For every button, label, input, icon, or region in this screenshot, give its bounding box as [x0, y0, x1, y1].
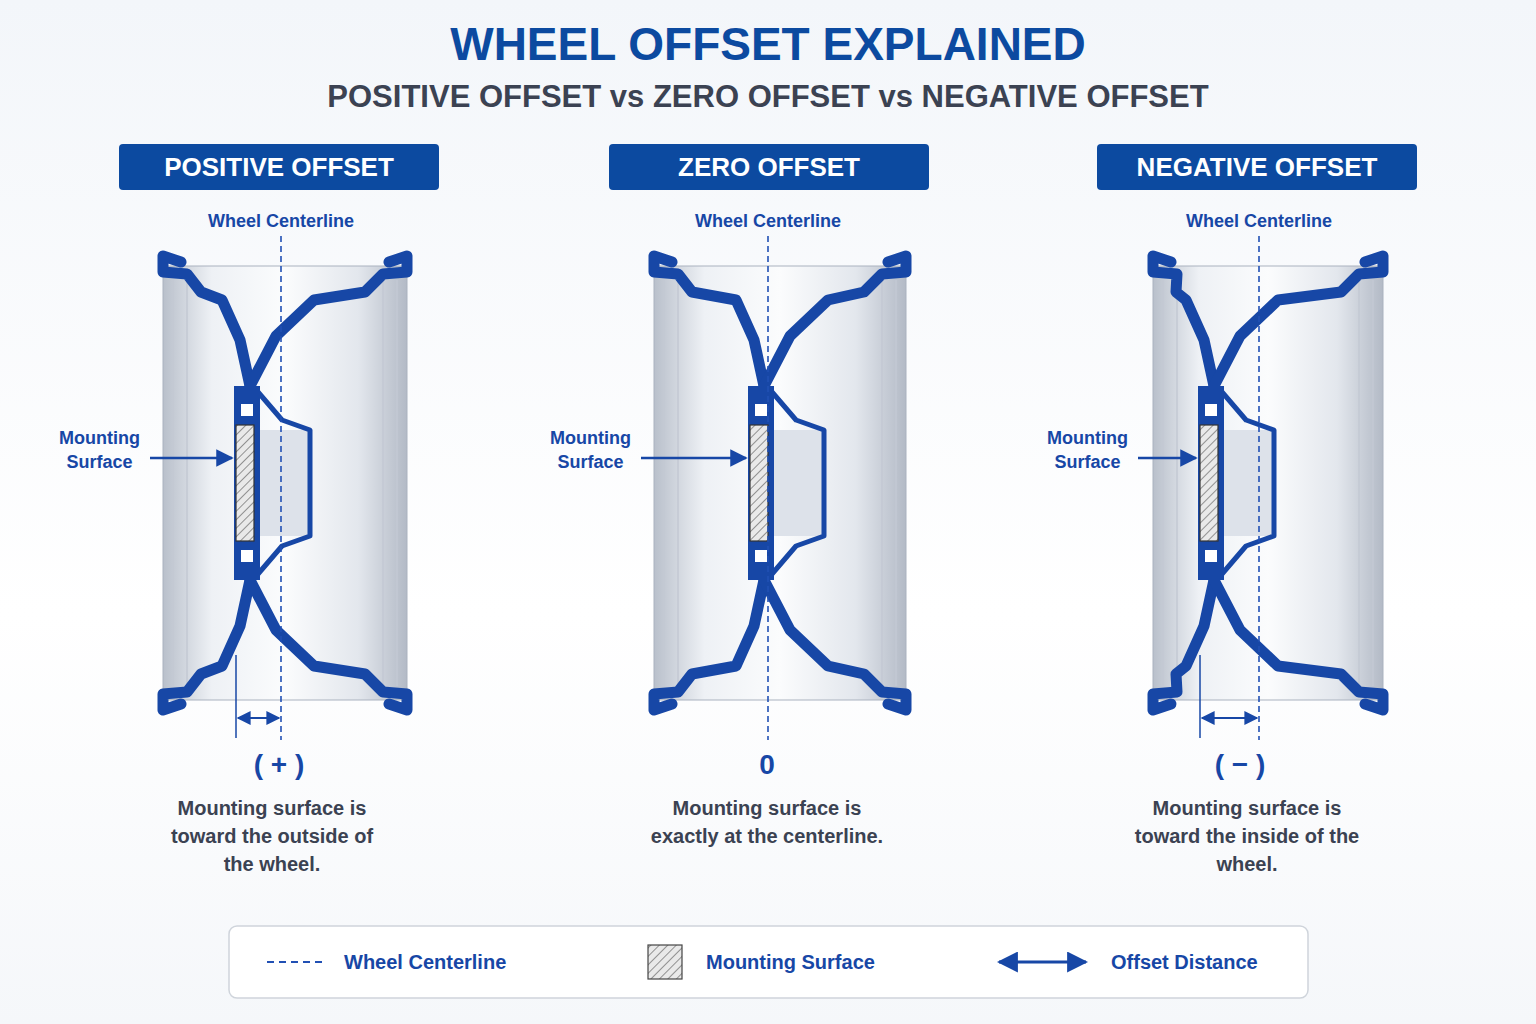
offset-header: NEGATIVE OFFSET: [1097, 144, 1417, 190]
mounting-label: Mounting Surface: [52, 426, 147, 474]
offset-description: Mounting surface is toward the inside of…: [1129, 794, 1365, 878]
rim-ring: [677, 280, 679, 686]
extension-line: [235, 655, 237, 738]
mounting-surface: [236, 425, 254, 541]
subtitle: POSITIVE OFFSET vs ZERO OFFSET vs NEGATI…: [0, 78, 1536, 116]
wheel-barrel: [654, 266, 906, 700]
wheel-profile: [163, 256, 250, 386]
legend-box: [229, 926, 1308, 998]
bore-profile: [772, 392, 824, 483]
wheel-centerline: [1258, 236, 1260, 740]
wheel-section: [150, 236, 407, 740]
bore-profile: [258, 392, 310, 483]
offset-sign: 0: [707, 748, 827, 782]
hub: [748, 386, 774, 580]
header-text: NEGATIVE OFFSET: [1137, 152, 1378, 183]
rim-ring: [382, 280, 384, 686]
rim-ring: [1162, 280, 1164, 686]
title: WHEEL OFFSET EXPLAINED: [0, 16, 1536, 72]
wheel-barrel: [1153, 266, 1383, 700]
rim-ring: [895, 280, 897, 686]
offset-dimension: [238, 717, 279, 719]
bore-profile: [1222, 392, 1274, 483]
wheel-profile: [250, 256, 407, 386]
bore-profile: [1222, 483, 1274, 574]
legend-hatch-sample: [648, 945, 682, 979]
leader-arrow: [1138, 457, 1196, 460]
hub: [1198, 386, 1224, 580]
bore-profile: [772, 483, 824, 574]
leader-arrow: [150, 457, 232, 460]
center-bore: [256, 430, 310, 536]
wheel-profile: [163, 580, 250, 710]
offset-header: ZERO OFFSET: [609, 144, 929, 190]
header-text: POSITIVE OFFSET: [164, 152, 394, 183]
hub: [234, 386, 260, 580]
rim-ring: [1176, 280, 1178, 686]
offset-header: POSITIVE OFFSET: [119, 144, 439, 190]
bore-profile: [258, 483, 310, 574]
legend-text: Mounting Surface: [706, 949, 875, 975]
wheel-centerline: [280, 236, 282, 740]
centerline-label: Wheel Centerline: [1159, 210, 1359, 232]
rim-ring: [396, 280, 398, 686]
offset-sign: ( − ): [1180, 748, 1300, 782]
wheel-section: [641, 236, 906, 740]
rim-ring: [172, 280, 174, 686]
offset-description: Mounting surface is exactly at the cente…: [649, 794, 885, 850]
rim-ring: [1358, 280, 1360, 686]
mounting-label: Mounting Surface: [543, 426, 638, 474]
bolt-hole: [241, 550, 253, 562]
mounting-label: Mounting Surface: [1040, 426, 1135, 474]
rim-ring: [1372, 280, 1374, 686]
mounting-surface: [1200, 425, 1218, 541]
wheel-section: [1138, 236, 1383, 740]
wheel-profile: [654, 256, 764, 386]
wheel-profile: [1153, 580, 1214, 710]
offset-description: Mounting surface is toward the outside o…: [154, 794, 390, 878]
wheel-profile: [1153, 256, 1214, 386]
bolt-hole: [755, 404, 767, 416]
wheel-profile: [764, 580, 906, 710]
bolt-hole: [1205, 550, 1217, 562]
rim-ring: [663, 280, 665, 686]
wheel-profile: [764, 256, 906, 386]
offset-dimension: [1202, 717, 1257, 719]
center-bore: [770, 430, 824, 536]
legend-frame: [229, 926, 1308, 998]
legend-centerline-sample: [267, 961, 324, 963]
bolt-hole: [1205, 404, 1217, 416]
bolt-hole: [241, 404, 253, 416]
wheel-profile: [1214, 580, 1383, 710]
center-bore: [1220, 430, 1274, 536]
leader-arrow: [641, 457, 746, 460]
legend-text: Offset Distance: [1111, 949, 1258, 975]
mounting-surface: [750, 425, 768, 541]
legend-arrow-sample: [999, 961, 1086, 964]
wheel-profile: [1214, 256, 1383, 386]
header-text: ZERO OFFSET: [678, 152, 860, 183]
centerline-label: Wheel Centerline: [181, 210, 381, 232]
offset-sign: ( + ): [219, 748, 339, 782]
rim-ring: [881, 280, 883, 686]
bolt-hole: [755, 550, 767, 562]
wheel-centerline: [767, 236, 769, 740]
legend-text: Wheel Centerline: [344, 949, 506, 975]
wheel-profile: [250, 580, 407, 710]
extension-line: [1199, 655, 1201, 738]
wheel-profile: [654, 580, 764, 710]
rim-ring: [186, 280, 188, 686]
centerline-label: Wheel Centerline: [668, 210, 868, 232]
